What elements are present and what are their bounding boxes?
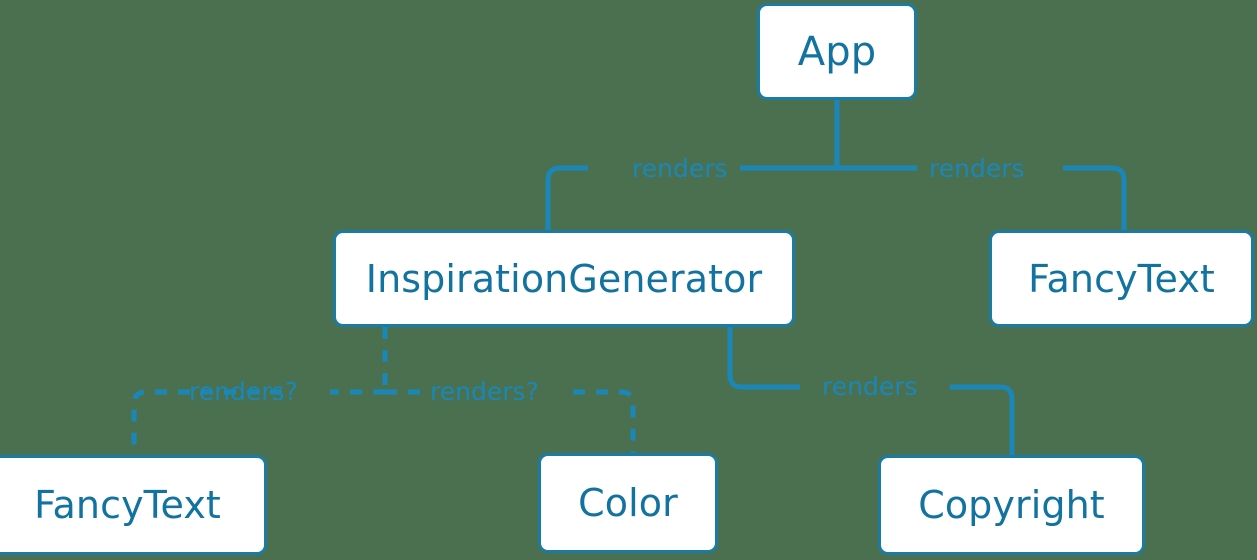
node-app[interactable]: App <box>757 3 917 100</box>
node-fancytext-right-label: FancyText <box>1028 256 1215 301</box>
node-fancytext-bottom-label: FancyText <box>34 483 221 527</box>
edge-inspiration-to-fancytext-bottom <box>131 389 385 455</box>
edge-inspiration-to-copyright <box>727 327 1015 455</box>
node-color-label: Color <box>578 481 678 525</box>
edge-app-to-inspiration-generator <box>545 165 837 230</box>
node-color[interactable]: Color <box>538 453 718 553</box>
node-fancytext-right[interactable]: FancyText <box>989 230 1254 327</box>
edge-inspiration-to-color <box>385 389 636 453</box>
edge-label-inspiration-to-copyright: renders <box>822 372 918 401</box>
edge-label-app-to-inspiration-generator: renders <box>632 154 728 183</box>
node-fancytext-bottom[interactable]: FancyText <box>0 455 267 555</box>
node-inspiration-generator[interactable]: InspirationGenerator <box>333 230 795 327</box>
node-inspiration-generator-label: InspirationGenerator <box>365 256 763 301</box>
edge-label-app-to-fancytext-right: renders <box>929 154 1025 183</box>
node-copyright[interactable]: Copyright <box>878 455 1145 555</box>
edge-label-inspiration-to-color: renders? <box>430 377 539 406</box>
edge-app-to-fancytext-right <box>837 165 1127 230</box>
node-copyright-label: Copyright <box>918 483 1105 527</box>
edge-label-inspiration-to-fancytext-bottom: renders? <box>189 377 298 406</box>
node-app-label: App <box>797 28 877 75</box>
